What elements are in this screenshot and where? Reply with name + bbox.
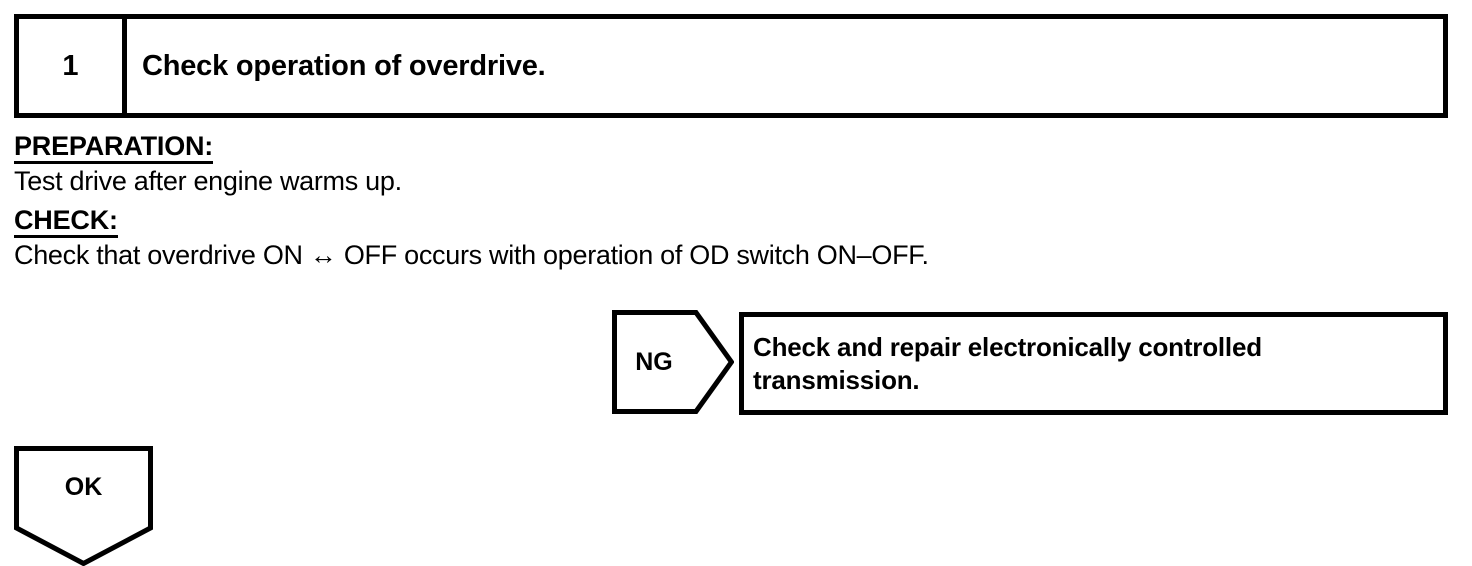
ok-label: OK — [64, 472, 103, 501]
step-number-cell: 1 — [19, 19, 127, 113]
ok-branch-arrow: OK — [14, 446, 153, 566]
ng-result-line-1: Check and repair electronically controll… — [753, 332, 1262, 362]
ok-arrow-shape-icon — [14, 446, 153, 566]
check-heading-row: CHECK: — [14, 207, 1264, 242]
preparation-heading: PREPARATION: — [14, 133, 213, 164]
step-title: Check operation of overdrive. — [142, 49, 546, 82]
ng-label: NG — [635, 347, 673, 376]
step-number: 1 — [62, 49, 79, 82]
step-title-cell: Check operation of overdrive. — [127, 19, 1443, 113]
check-heading: CHECK: — [14, 207, 118, 238]
ng-result-box: Check and repair electronically controll… — [739, 312, 1448, 415]
preparation-text: Test drive after engine warms up. — [14, 166, 402, 196]
ng-branch-arrow: NG — [612, 310, 734, 414]
preparation-heading-row: PREPARATION: — [14, 133, 1264, 168]
procedure-block: PREPARATION: Test drive after engine war… — [14, 133, 1264, 281]
check-text: Check that overdrive ON ↔ OFF occurs wit… — [14, 240, 929, 270]
step-header-table: 1 Check operation of overdrive. — [14, 14, 1448, 118]
ng-result-line-2: transmission. — [753, 364, 920, 395]
ng-arrow-shape-icon — [612, 310, 734, 414]
